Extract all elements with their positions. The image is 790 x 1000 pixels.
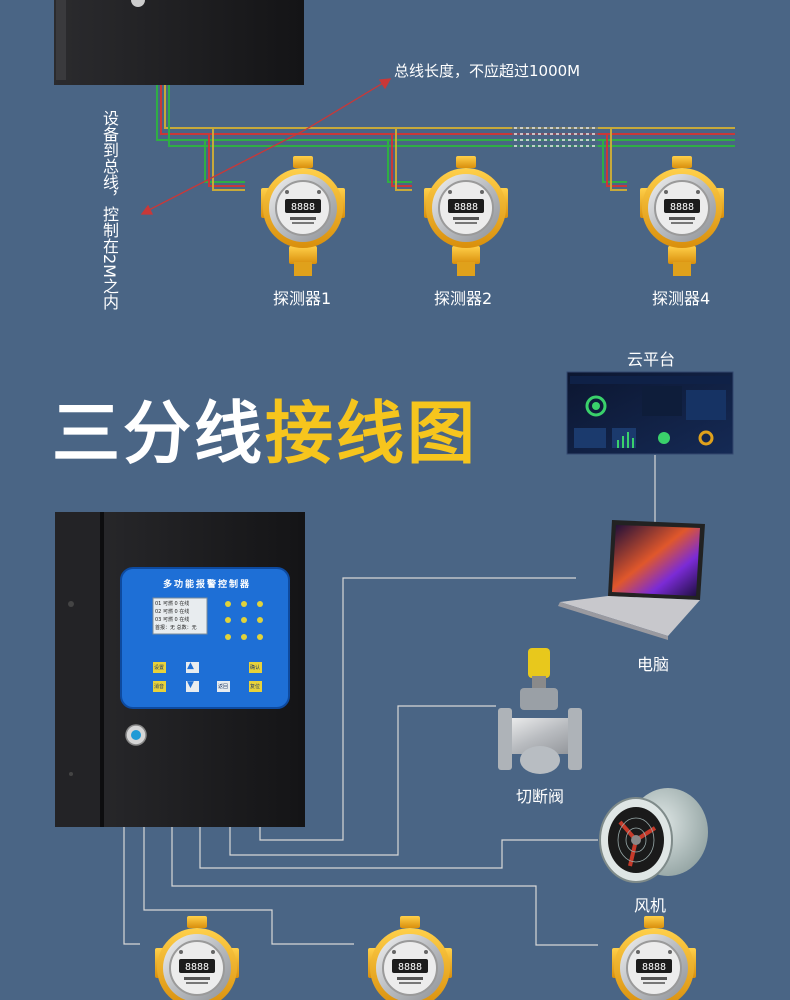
lcd-line: 首报：无 总数：无 — [155, 625, 197, 631]
device-distance-arrow — [140, 129, 306, 215]
btn-reset: 复位 — [250, 684, 261, 690]
btn-setup: 设置 — [154, 665, 165, 671]
lcd-line: 01 可燃 0 在线 — [155, 601, 190, 607]
cloud-platform-screen — [566, 371, 734, 455]
bus-dash-lines — [514, 127, 596, 147]
title-yellow-part: 接线图 — [265, 395, 479, 474]
device-distance-note: 设备到总线，控制在2M之内 — [100, 110, 119, 310]
output-wiring — [123, 577, 598, 946]
bus-length-note: 总线长度，不应超过1000M — [394, 62, 581, 80]
detector-4-label: 探测器4 — [652, 289, 711, 308]
title-white-part: 三分线 — [52, 395, 266, 474]
valve-label: 切断阀 — [516, 787, 565, 806]
btn-mute: 消音 — [154, 684, 165, 690]
detector-2 — [423, 155, 509, 277]
bottom-detector-2 — [367, 915, 453, 1000]
detector-1-label: 探测器1 — [273, 289, 332, 308]
up-arrow-icon: ▲ — [187, 661, 194, 671]
lcd-line: 03 可燃 0 在线 — [155, 617, 190, 623]
controller-lcd: 01 可燃 0 在线 02 可燃 0 在线 03 可燃 0 在线 首报：无 总数… — [155, 600, 197, 632]
cloud-platform-label: 云平台 — [627, 350, 676, 369]
down-arrow-icon: ▼ — [187, 680, 194, 690]
top-controller-cabinet — [54, 0, 304, 85]
bus-cable-top — [156, 85, 735, 191]
detector-2-label: 探测器2 — [434, 289, 493, 308]
fan-label: 风机 — [634, 896, 667, 915]
bottom-detector-3 — [611, 915, 697, 1000]
bus-break-dashes — [512, 124, 598, 150]
detector-1 — [260, 155, 346, 277]
lcd-line: 02 可燃 0 在线 — [155, 609, 190, 615]
bus-length-arrow — [304, 78, 392, 131]
exhaust-fan-image — [599, 788, 708, 883]
btn-confirm: 确认 — [250, 665, 261, 671]
cabinet-lock — [125, 724, 147, 746]
controller-buttons — [153, 662, 262, 692]
shut-off-valve-image — [498, 648, 582, 774]
laptop-image — [558, 520, 705, 640]
laptop-label: 电脑 — [637, 655, 670, 674]
controller-indicator-leds — [225, 601, 263, 640]
controller-title: 多功能报警控制器 — [163, 580, 252, 590]
btn-return: 返回 — [218, 684, 229, 690]
page-title: 三分线接线图 — [52, 378, 478, 477]
bottom-detector-1 — [154, 915, 240, 1000]
detector-4 — [639, 155, 725, 277]
